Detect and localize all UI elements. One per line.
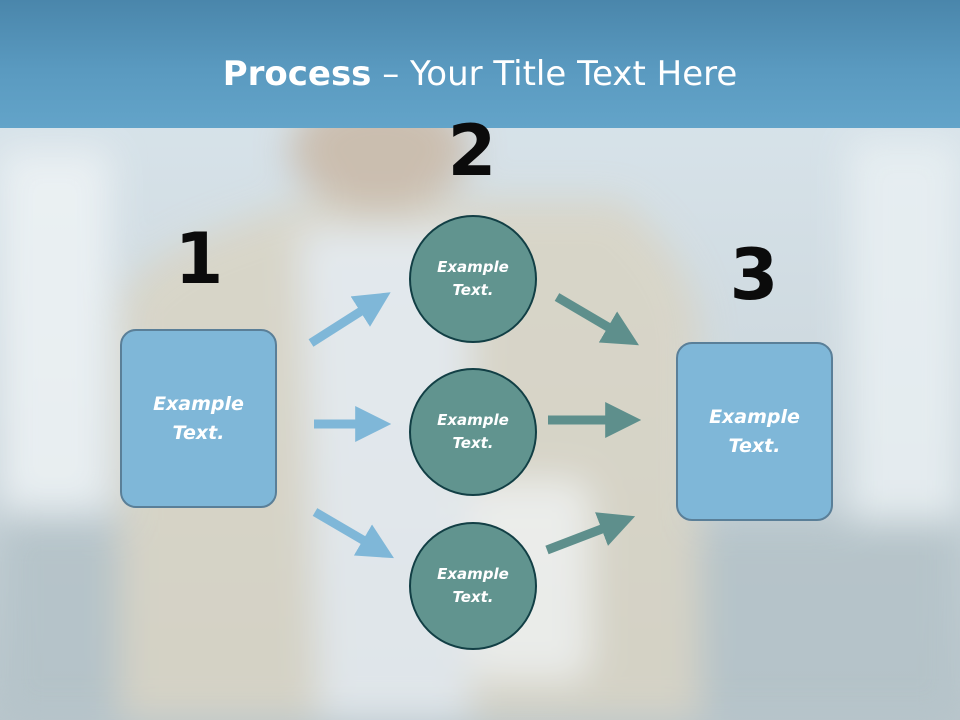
arrow-out-bottom [545, 512, 636, 555]
arrow-out-top [554, 293, 639, 346]
arrow-in-bottom [312, 508, 394, 559]
circle-2-line1: Example [437, 411, 509, 429]
circle-2-line2: Text. [452, 434, 494, 452]
circle-1-line2: Text. [452, 281, 494, 299]
circle-3-line2: Text. [452, 588, 494, 606]
circle-1-line1: Example [437, 258, 509, 276]
title-rest: – Your Title Text Here [371, 54, 738, 94]
circle-3-line1: Example [437, 565, 509, 583]
left-box-line2: Text. [172, 421, 225, 444]
step-number-2: 2 [447, 110, 497, 192]
page-title: Process – Your Title Text Here [0, 52, 960, 96]
step-number-1: 1 [174, 218, 224, 300]
step-number-3: 3 [729, 234, 779, 316]
arrow-in-top [308, 292, 391, 347]
left-box-line1: Example [153, 392, 244, 415]
title-banner [0, 0, 960, 128]
right-box-line2: Text. [728, 434, 781, 457]
right-box-line1: Example [709, 405, 800, 428]
title-bold: Process [222, 54, 372, 94]
